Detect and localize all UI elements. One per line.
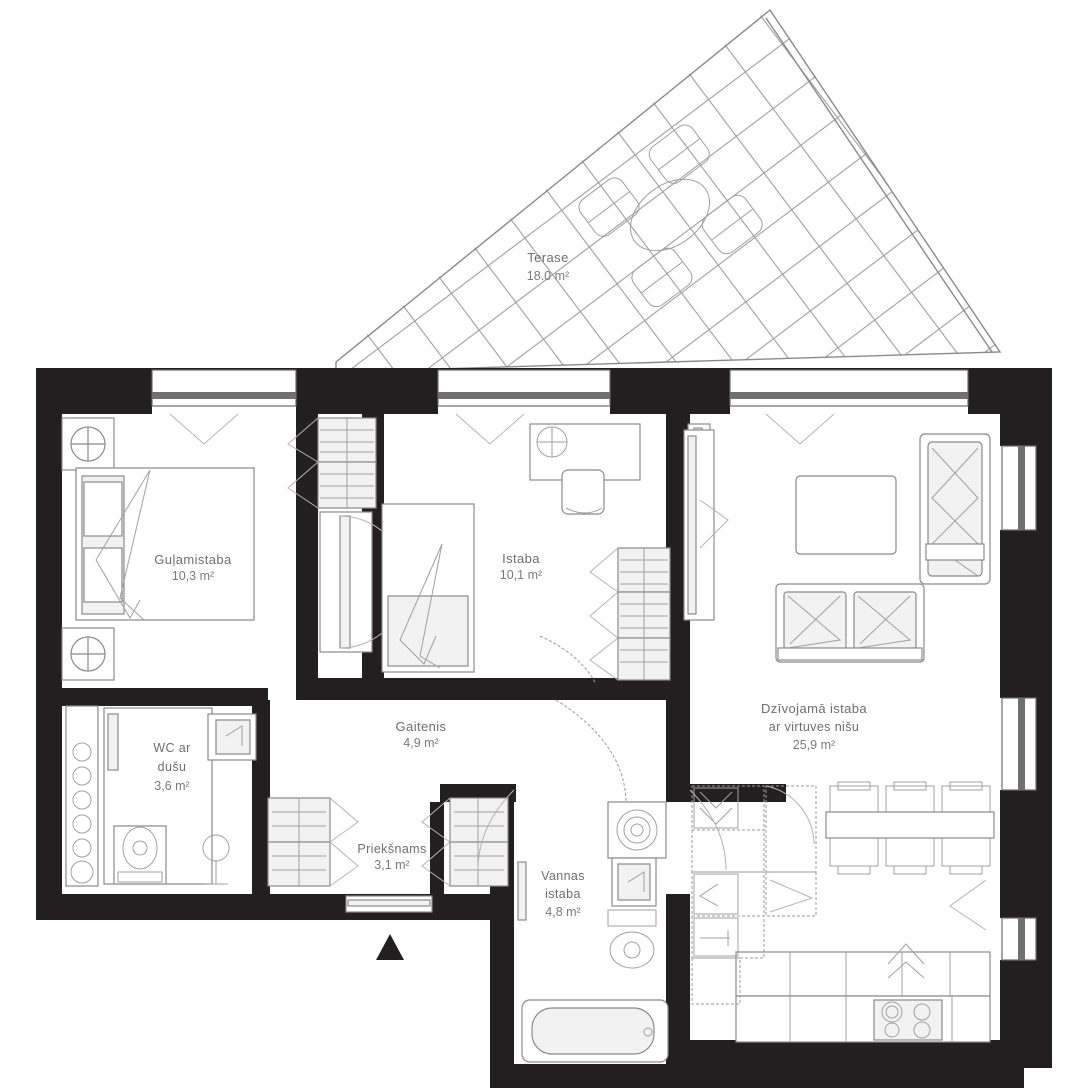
room-hall: Gaitenis 4,9 m² (396, 635, 627, 805)
room-label-hall: Gaitenis (396, 719, 447, 734)
room-bedroom: Guļamistaba 10,3 m² (61, 417, 407, 681)
wc-basin (202, 834, 230, 885)
wc-toilet (113, 825, 167, 885)
entrance-direction-triangle (376, 934, 404, 960)
room-label-bedroom: Guļamistaba (154, 552, 232, 567)
kitchen-niche (691, 781, 995, 1043)
room-living: Dzīvojamā istaba ar virtuves nišu 25,9 m… (683, 429, 991, 752)
room-area-hall: 4,9 m² (403, 736, 438, 750)
window-top-1 (151, 369, 297, 407)
cooktop (873, 999, 943, 1041)
room-label-bathroom-2: istaba (545, 887, 581, 901)
bath-toilet (607, 909, 657, 969)
room-area-wc: 3,6 m² (154, 779, 189, 793)
bedroom-door (319, 511, 407, 653)
entrance-wardrobe-right (421, 797, 509, 887)
living-tall-cabinet (683, 429, 729, 621)
room-label-terrace: Terase (527, 250, 568, 265)
bath-sink (611, 857, 657, 907)
room-area-bathroom: 4,8 m² (545, 905, 580, 919)
wc-radiator (65, 705, 99, 887)
entrance-door (345, 895, 433, 913)
room-area-living: 25,9 m² (793, 738, 835, 752)
desk (529, 423, 641, 515)
room-entrance: Priekšnams 3,1 m² (267, 797, 509, 960)
room-label-entrance: Priekšnams (357, 842, 426, 856)
wc-sink (207, 713, 257, 761)
door-swings (169, 413, 835, 871)
room-area-istaba: 10,1 m² (500, 568, 542, 582)
window-right-3 (1001, 917, 1037, 961)
sofa (775, 583, 925, 663)
bedroom-wardrobe (287, 417, 377, 509)
entrance-wardrobe-left (267, 797, 359, 887)
windows-group (151, 369, 1037, 961)
room-bathroom: Vannas istaba 4,8 m² (517, 801, 669, 1063)
room-area-terrace: 18.0 m² (527, 269, 569, 283)
room-label-wc-2: dušu (158, 760, 187, 774)
window-right-1 (1001, 445, 1037, 531)
window-top-3 (729, 369, 969, 407)
walls-structure (36, 368, 1052, 1088)
window-top-2 (437, 369, 611, 407)
bedroom-fixture-bottom (61, 627, 115, 681)
room-wc: WC ar dušu 3,6 m² (65, 705, 257, 887)
terrace-furniture (578, 124, 763, 308)
room-label-istaba: Istaba (502, 551, 540, 566)
room-istaba: Istaba 10,1 m² (381, 423, 711, 681)
room-label-bathroom: Vannas (541, 869, 585, 883)
dining-chairs (825, 781, 995, 875)
room-area-bedroom: 10,3 m² (172, 569, 214, 583)
kitchen-counter (735, 943, 991, 1043)
terrace-area: Terase 18.0 m² (335, 8, 1002, 373)
kitchen-pantry (691, 785, 817, 1005)
room-label-living-2: ar virtuves nišu (769, 720, 859, 734)
bedroom-fixture-top (61, 417, 115, 471)
coffee-table (795, 475, 897, 555)
room-area-entrance: 3,1 m² (374, 858, 409, 872)
armchair (919, 433, 991, 585)
bathtub (521, 999, 669, 1063)
window-right-2 (1001, 697, 1037, 791)
washing-machine (607, 801, 667, 859)
double-bed (75, 467, 255, 621)
kitchen-sink (887, 943, 925, 979)
room-label-living: Dzīvojamā istaba (761, 701, 867, 716)
single-bed (381, 503, 475, 673)
istaba-wardrobe (589, 547, 671, 681)
room-label-wc: WC ar (153, 741, 190, 755)
